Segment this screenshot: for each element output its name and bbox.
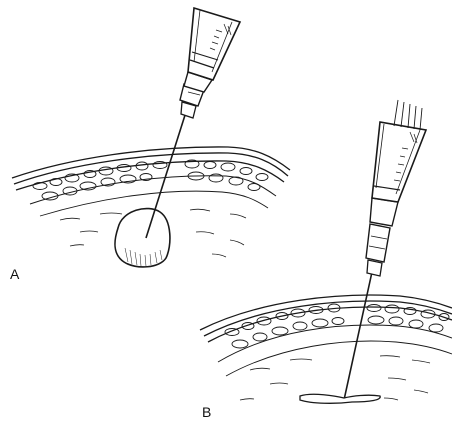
panel-b-needle <box>344 272 372 400</box>
panel-b-needle-hub <box>366 224 390 276</box>
panel-b-fluid-spread <box>300 394 380 403</box>
panel-b-tissue-strokes <box>240 356 430 400</box>
panel-a-skin-layers <box>12 147 290 216</box>
panel-a-fat-cells <box>33 160 268 200</box>
panel-b-skin-layers <box>200 295 452 376</box>
panel-a <box>12 8 290 267</box>
panel-a-syringe <box>184 8 240 92</box>
panel-b <box>200 100 452 403</box>
panel-a-label: A <box>10 266 19 282</box>
panel-b-syringe <box>370 100 426 226</box>
panel-b-label: B <box>202 404 211 420</box>
